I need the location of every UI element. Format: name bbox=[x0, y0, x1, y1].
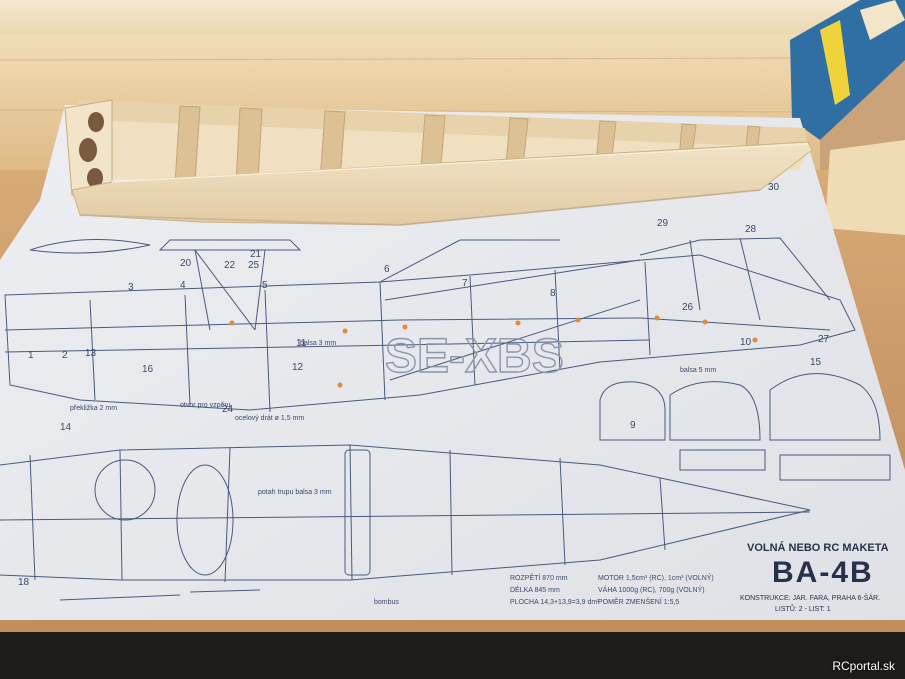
part-label: 8 bbox=[550, 288, 556, 299]
part-label: 10 bbox=[740, 337, 752, 348]
part-label: 12 bbox=[292, 362, 304, 373]
part-label: 11 bbox=[296, 338, 307, 349]
construction-credit: KONSTRUKCE: JAR. FARA, PRAHA 6-ŠÁR. bbox=[740, 593, 880, 602]
sheet-number: LISTŮ: 2 - LIST: 1 bbox=[775, 604, 831, 613]
spec-wingspan: ROZPĚTÍ 870 mm bbox=[510, 573, 568, 582]
balsa-fuselage bbox=[64, 99, 813, 226]
part-label: 13 bbox=[85, 348, 97, 359]
part-label: 15 bbox=[810, 357, 822, 368]
annotation-plywood: překližka 2 mm bbox=[70, 405, 117, 412]
part-label: 16 bbox=[142, 364, 154, 375]
cardboard-box bbox=[825, 140, 905, 235]
annotation-strut-hole: otvor pro vzpěru bbox=[180, 402, 231, 409]
part-label: 27 bbox=[818, 334, 830, 345]
spec-weight: VÁHA 1000g (RC), 700g (VOLNÝ) bbox=[598, 585, 705, 594]
part-label: 6 bbox=[384, 264, 390, 275]
plan-marks bbox=[229, 315, 758, 388]
model-name: BA-4B bbox=[772, 556, 874, 589]
annotation-steel-wire: ocelový drát ø 1,5 mm bbox=[235, 415, 304, 422]
dark-floor bbox=[0, 630, 905, 679]
annotation-bombus: bombus bbox=[374, 599, 399, 606]
plan-sheet bbox=[0, 105, 905, 630]
part-label: 29 bbox=[657, 218, 669, 229]
part-label: 20 bbox=[180, 258, 192, 269]
spec-motor: MOTOR 1,5cm³ (RC), 1cm³ (VOLNÝ) bbox=[598, 573, 714, 582]
part-label: 28 bbox=[745, 224, 757, 235]
wall bbox=[0, 0, 905, 40]
spec-length: DÉLKA 845 mm bbox=[510, 585, 560, 594]
part-label: 14 bbox=[60, 422, 72, 433]
spec-scale: POMĚR ZMENŠENÍ 1:5,5 bbox=[598, 597, 679, 606]
registration-lettering: SE-XBS bbox=[385, 330, 564, 383]
part-label: 7 bbox=[462, 278, 468, 289]
part-label: 2 bbox=[62, 350, 68, 361]
part-label: 3 bbox=[128, 282, 134, 293]
part-label: 24 bbox=[222, 404, 234, 415]
part-number-labels: 1 2 3 4 5 6 7 8 9 10 11 12 13 14 15 16 1… bbox=[18, 182, 830, 588]
part-label: 22 bbox=[224, 260, 236, 271]
title-block: VOLNÁ NEBO RC MAKETA BA-4B KONSTRUKCE: J… bbox=[740, 541, 889, 613]
part-label: 4 bbox=[180, 280, 186, 291]
annotation-balsa-5mm: balsa 5 mm bbox=[680, 367, 716, 374]
watermark-text: RCportal.sk bbox=[832, 659, 895, 673]
spec-area: PLOCHA 14,3+13,9=3,9 dm² bbox=[510, 599, 600, 606]
part-label: 26 bbox=[682, 302, 694, 313]
part-label: 5 bbox=[262, 280, 268, 291]
part-label: 1 bbox=[28, 350, 34, 361]
part-label: 30 bbox=[768, 182, 780, 193]
part-label: 18 bbox=[18, 577, 30, 588]
plan-header: VOLNÁ NEBO RC MAKETA bbox=[747, 541, 889, 554]
part-label: 21 bbox=[250, 249, 262, 260]
annotation-balsa-3mm: balsa 3 mm bbox=[300, 340, 336, 347]
annotation-fuselage-skin: potah trupu balsa 3 mm bbox=[258, 489, 332, 496]
part-label: 25 bbox=[248, 260, 260, 271]
part-label: 9 bbox=[630, 420, 636, 431]
plan-drawing bbox=[0, 237, 891, 601]
specs-block: ROZPĚTÍ 870 mm DÉLKA 845 mm PLOCHA 14,3+… bbox=[510, 573, 714, 606]
